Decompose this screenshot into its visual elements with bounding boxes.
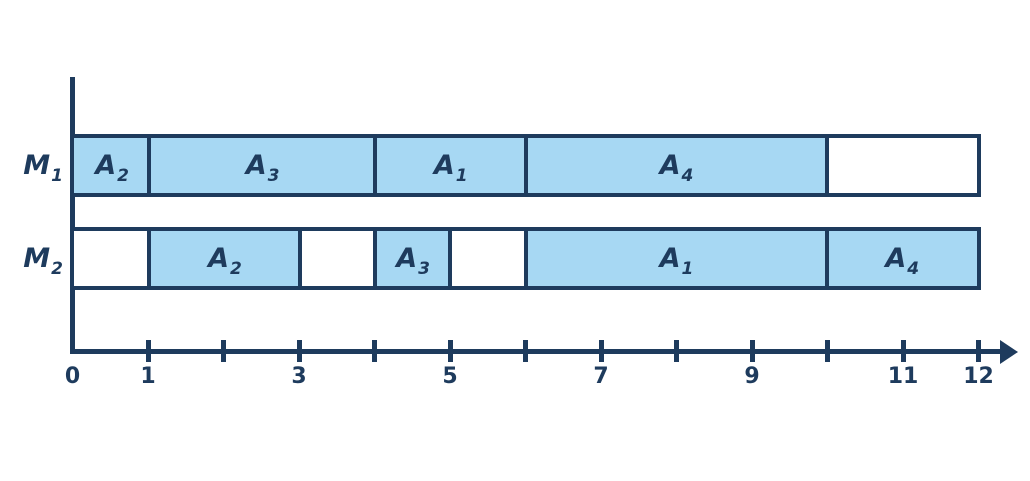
job-label-subscript: 3 — [418, 259, 430, 279]
job-label-base: A — [208, 243, 230, 274]
job-block-a3: A3 — [149, 138, 375, 193]
x-axis-tick-5 — [447, 340, 453, 362]
x-axis-tick-label-11: 11 — [887, 364, 919, 389]
block-divider — [297, 231, 302, 286]
job-label-base: A — [659, 243, 681, 274]
machine-label-text: M1 — [23, 150, 63, 185]
x-axis-line — [70, 349, 1002, 354]
job-label: A4 — [885, 243, 919, 278]
job-label-subscript: 2 — [230, 259, 242, 279]
block-divider — [824, 231, 829, 286]
job-label: A2 — [95, 150, 129, 185]
job-block-a1: A1 — [375, 138, 526, 193]
block-divider — [523, 231, 528, 286]
x-axis-tick-6 — [523, 340, 528, 362]
block-divider — [373, 231, 377, 286]
x-axis-tick-3 — [296, 340, 302, 362]
x-axis-tick-label-5: 5 — [442, 364, 458, 389]
x-axis-tick-label-0: 0 — [64, 364, 81, 389]
machine-label-text-subscript: 1 — [51, 166, 63, 186]
job-label-subscript: 3 — [267, 166, 280, 186]
x-axis-tick-8 — [674, 340, 679, 362]
job-label-subscript: 1 — [681, 259, 694, 279]
x-axis-tick-4 — [372, 340, 377, 362]
x-axis-tick-12 — [976, 340, 981, 362]
x-axis-tick-label-3: 3 — [291, 364, 307, 389]
x-axis-tick-11 — [900, 340, 906, 362]
y-axis-line — [70, 77, 75, 354]
x-axis-tick-9 — [749, 340, 755, 362]
block-divider — [523, 138, 528, 193]
job-label-base: A — [396, 243, 418, 274]
job-label-subscript: 2 — [117, 166, 129, 186]
job-label-base: A — [885, 243, 907, 274]
machine-label-m1: M1 — [0, 134, 63, 197]
x-axis-tick-label-7: 7 — [593, 364, 609, 389]
machine-label-text-subscript: 2 — [51, 259, 63, 279]
block-divider — [824, 138, 829, 193]
job-block-a1: A1 — [525, 231, 827, 286]
x-axis-tick-2 — [221, 340, 226, 362]
block-divider — [448, 231, 453, 286]
job-label: A2 — [208, 243, 242, 278]
block-divider — [147, 138, 152, 193]
job-block-a2: A2 — [74, 138, 150, 193]
job-label: A4 — [659, 150, 694, 185]
x-axis-tick-7 — [598, 340, 604, 362]
job-label: A3 — [396, 243, 430, 278]
job-label-base: A — [245, 150, 267, 181]
job-block-a2: A2 — [149, 231, 300, 286]
job-label-subscript: 4 — [907, 259, 920, 279]
job-label: A3 — [245, 150, 280, 185]
machine-label-text-base: M — [23, 150, 51, 181]
x-axis-tick-1 — [145, 340, 151, 362]
block-divider — [147, 231, 152, 286]
job-label-base: A — [95, 150, 117, 181]
block-divider — [373, 138, 377, 193]
job-block-a4: A4 — [826, 231, 977, 286]
job-label-base: A — [659, 150, 681, 181]
machine-label-text-base: M — [23, 243, 51, 274]
machine-label-m2: M2 — [0, 227, 63, 290]
job-label: A1 — [659, 243, 694, 278]
machine-label-text: M2 — [23, 243, 63, 278]
x-axis-tick-label-1: 1 — [140, 364, 156, 389]
job-label-subscript: 4 — [681, 166, 694, 186]
x-axis-arrowhead-icon — [1000, 339, 1018, 364]
job-label-base: A — [433, 150, 455, 181]
job-block-a4: A4 — [525, 138, 827, 193]
job-label: A1 — [433, 150, 468, 185]
job-block-a3: A3 — [375, 231, 451, 286]
x-axis-tick-label-12: 12 — [963, 364, 994, 389]
job-label-subscript: 1 — [455, 166, 468, 186]
x-axis-tick-10 — [825, 340, 830, 362]
x-axis-tick-label-9: 9 — [744, 364, 760, 389]
